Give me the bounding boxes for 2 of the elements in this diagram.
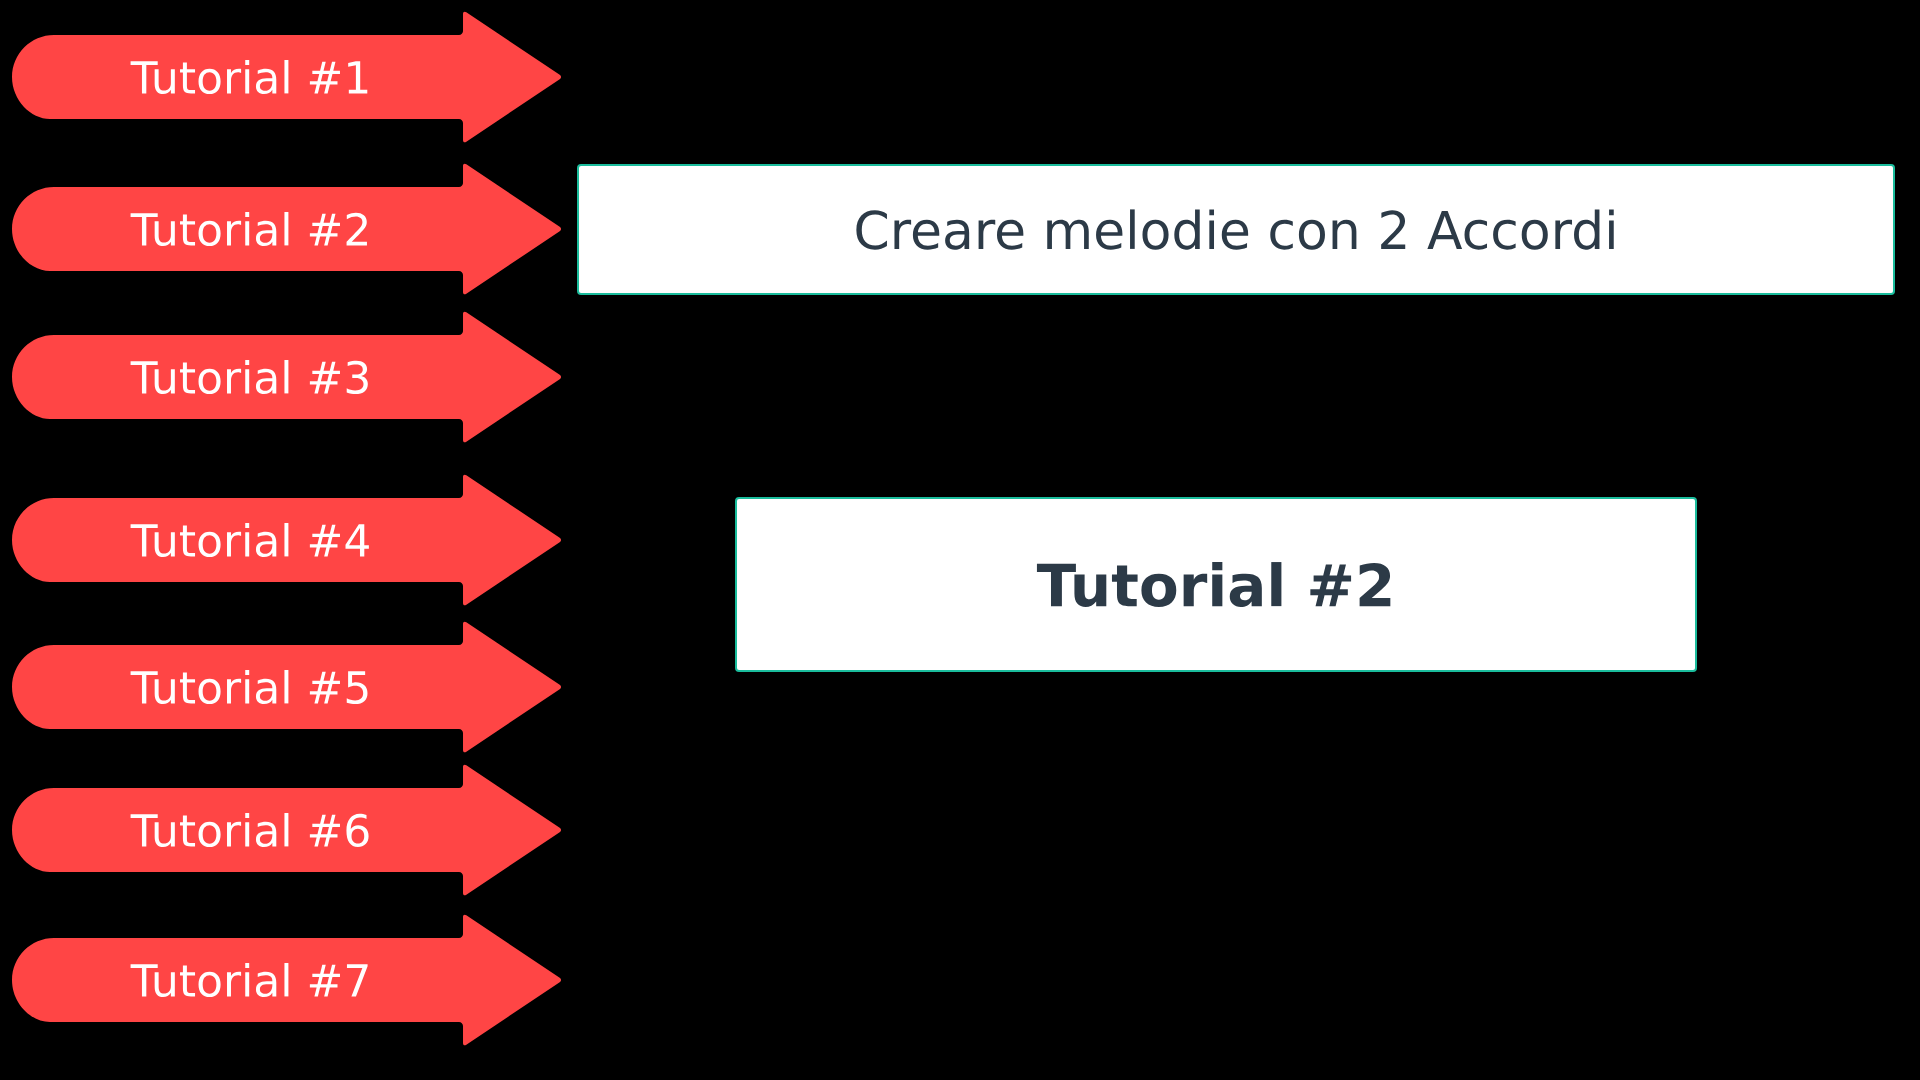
text-box: Creare melodie con 2 Accordi	[577, 164, 1895, 295]
text-box: Tutorial #2	[735, 497, 1697, 672]
